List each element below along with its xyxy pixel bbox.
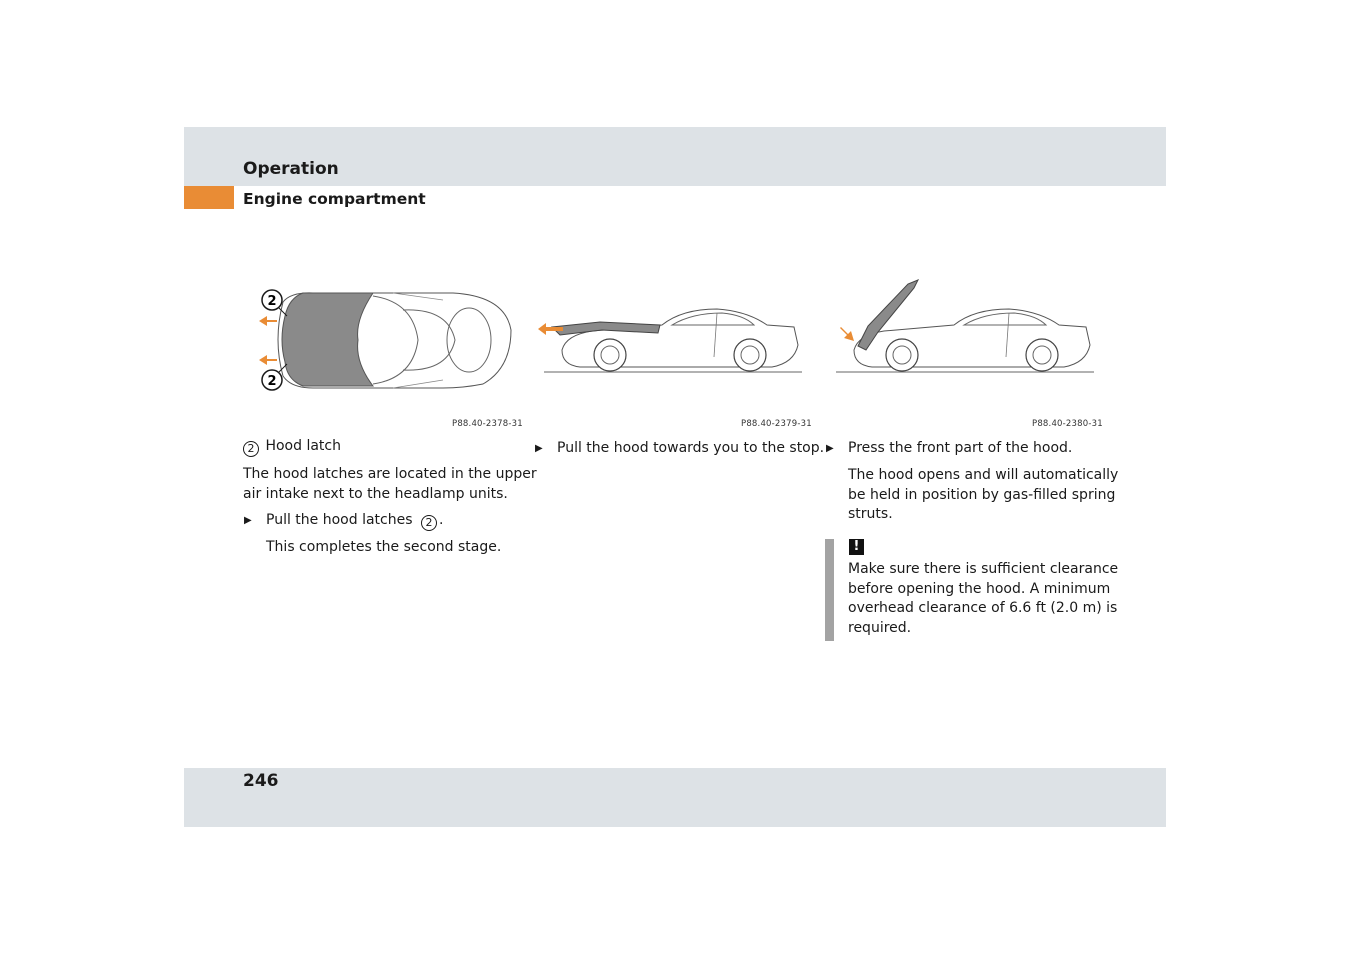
text-line: The hood latches are located in the uppe…: [243, 466, 537, 482]
step-bullet-icon: ▶: [535, 443, 543, 454]
legend-hood-latch: 2 Hood latch: [243, 437, 341, 457]
warning-bar: [825, 539, 834, 641]
hood-opens-text: The hood opens and will automatically be…: [848, 466, 1118, 525]
warning-text: Make sure there is sufficient clearance …: [848, 560, 1118, 638]
step-result: This completes the second stage.: [266, 539, 502, 555]
header-band: [184, 127, 1166, 186]
section-marker-tab: [184, 186, 234, 209]
legend-label: Hood latch: [265, 438, 341, 454]
text-line: struts.: [848, 506, 893, 522]
figure-code: P88.40-2378-31: [452, 419, 523, 429]
figure-side-view-hood-released: [532, 295, 807, 380]
callout-number: 2: [243, 441, 259, 457]
latch-location-text: The hood latches are located in the uppe…: [243, 465, 537, 504]
figure-top-view: 2 2: [243, 280, 518, 400]
warning-icon: !: [849, 539, 864, 555]
step-bullet-icon: ▶: [826, 443, 834, 454]
figure-side-view-hood-open: [832, 278, 1107, 380]
section-title: Operation: [243, 159, 339, 179]
text-line: The hood opens and will automatically: [848, 467, 1119, 483]
text-line: overhead clearance of 6.6 ft (2.0 m) is: [848, 600, 1118, 616]
step-press-hood: Press the front part of the hood.: [848, 440, 1073, 456]
step-pull-hood: Pull the hood towards you to the stop.: [557, 440, 825, 456]
text-line: Make sure there is sufficient clearance: [848, 561, 1119, 577]
step-pull-latches: Pull the hood latches 2.: [266, 511, 443, 531]
text-line: required.: [848, 619, 912, 636]
svg-text:2: 2: [267, 374, 276, 389]
footer-band: [184, 768, 1166, 827]
step-bullet-icon: ▶: [244, 515, 252, 526]
svg-text:2: 2: [267, 294, 276, 309]
subsection-title: Engine compartment: [243, 190, 426, 208]
text-line: before opening the hood. A minimum: [848, 580, 1111, 597]
callout-number: 2: [420, 515, 437, 531]
text-line: be held in position by gas-filled spring: [848, 486, 1116, 503]
step-text: Pull the hood latches: [266, 512, 413, 528]
text-line: air intake next to the headlamp units.: [243, 485, 508, 502]
figure-code: P88.40-2379-31: [741, 419, 812, 429]
step-suffix: .: [438, 512, 444, 528]
page-number: 246: [243, 771, 279, 791]
figure-code: P88.40-2380-31: [1032, 419, 1103, 429]
